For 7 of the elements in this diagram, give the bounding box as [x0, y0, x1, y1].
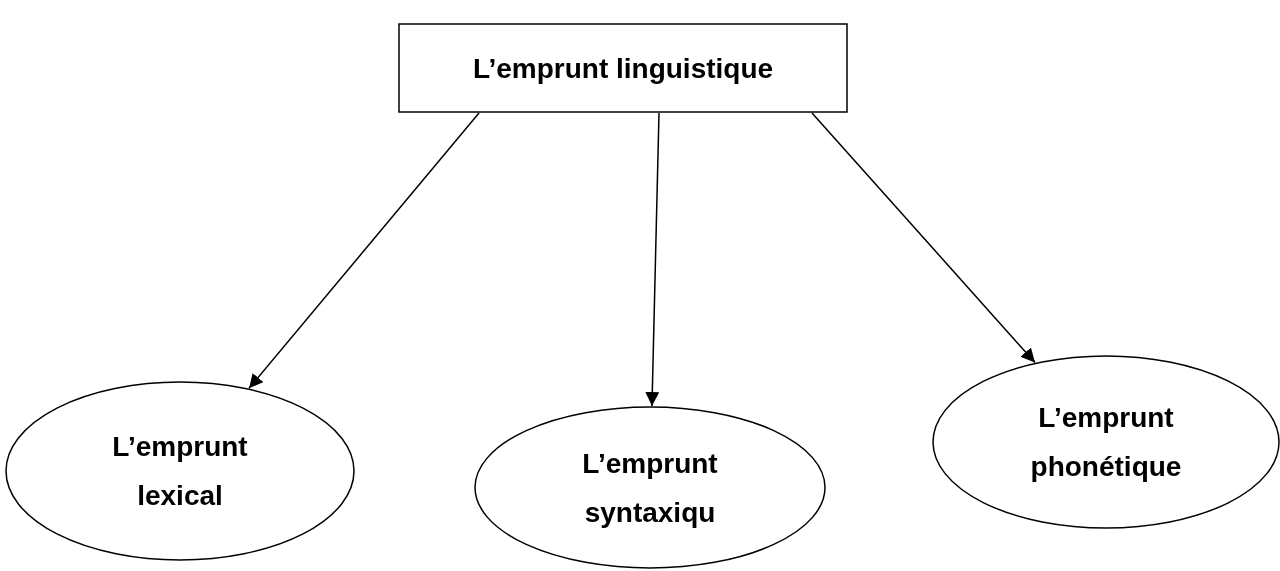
arrow [811, 112, 1036, 364]
node-label: L’emprunt syntaxiqu [581, 446, 719, 530]
arrow [645, 112, 660, 407]
node-label: L’emprunt lexical [111, 430, 249, 513]
node-label: L’emprunt linguistique [472, 51, 774, 86]
arrow [248, 112, 480, 390]
node-label: L’emprunt phonétique [1029, 401, 1183, 484]
